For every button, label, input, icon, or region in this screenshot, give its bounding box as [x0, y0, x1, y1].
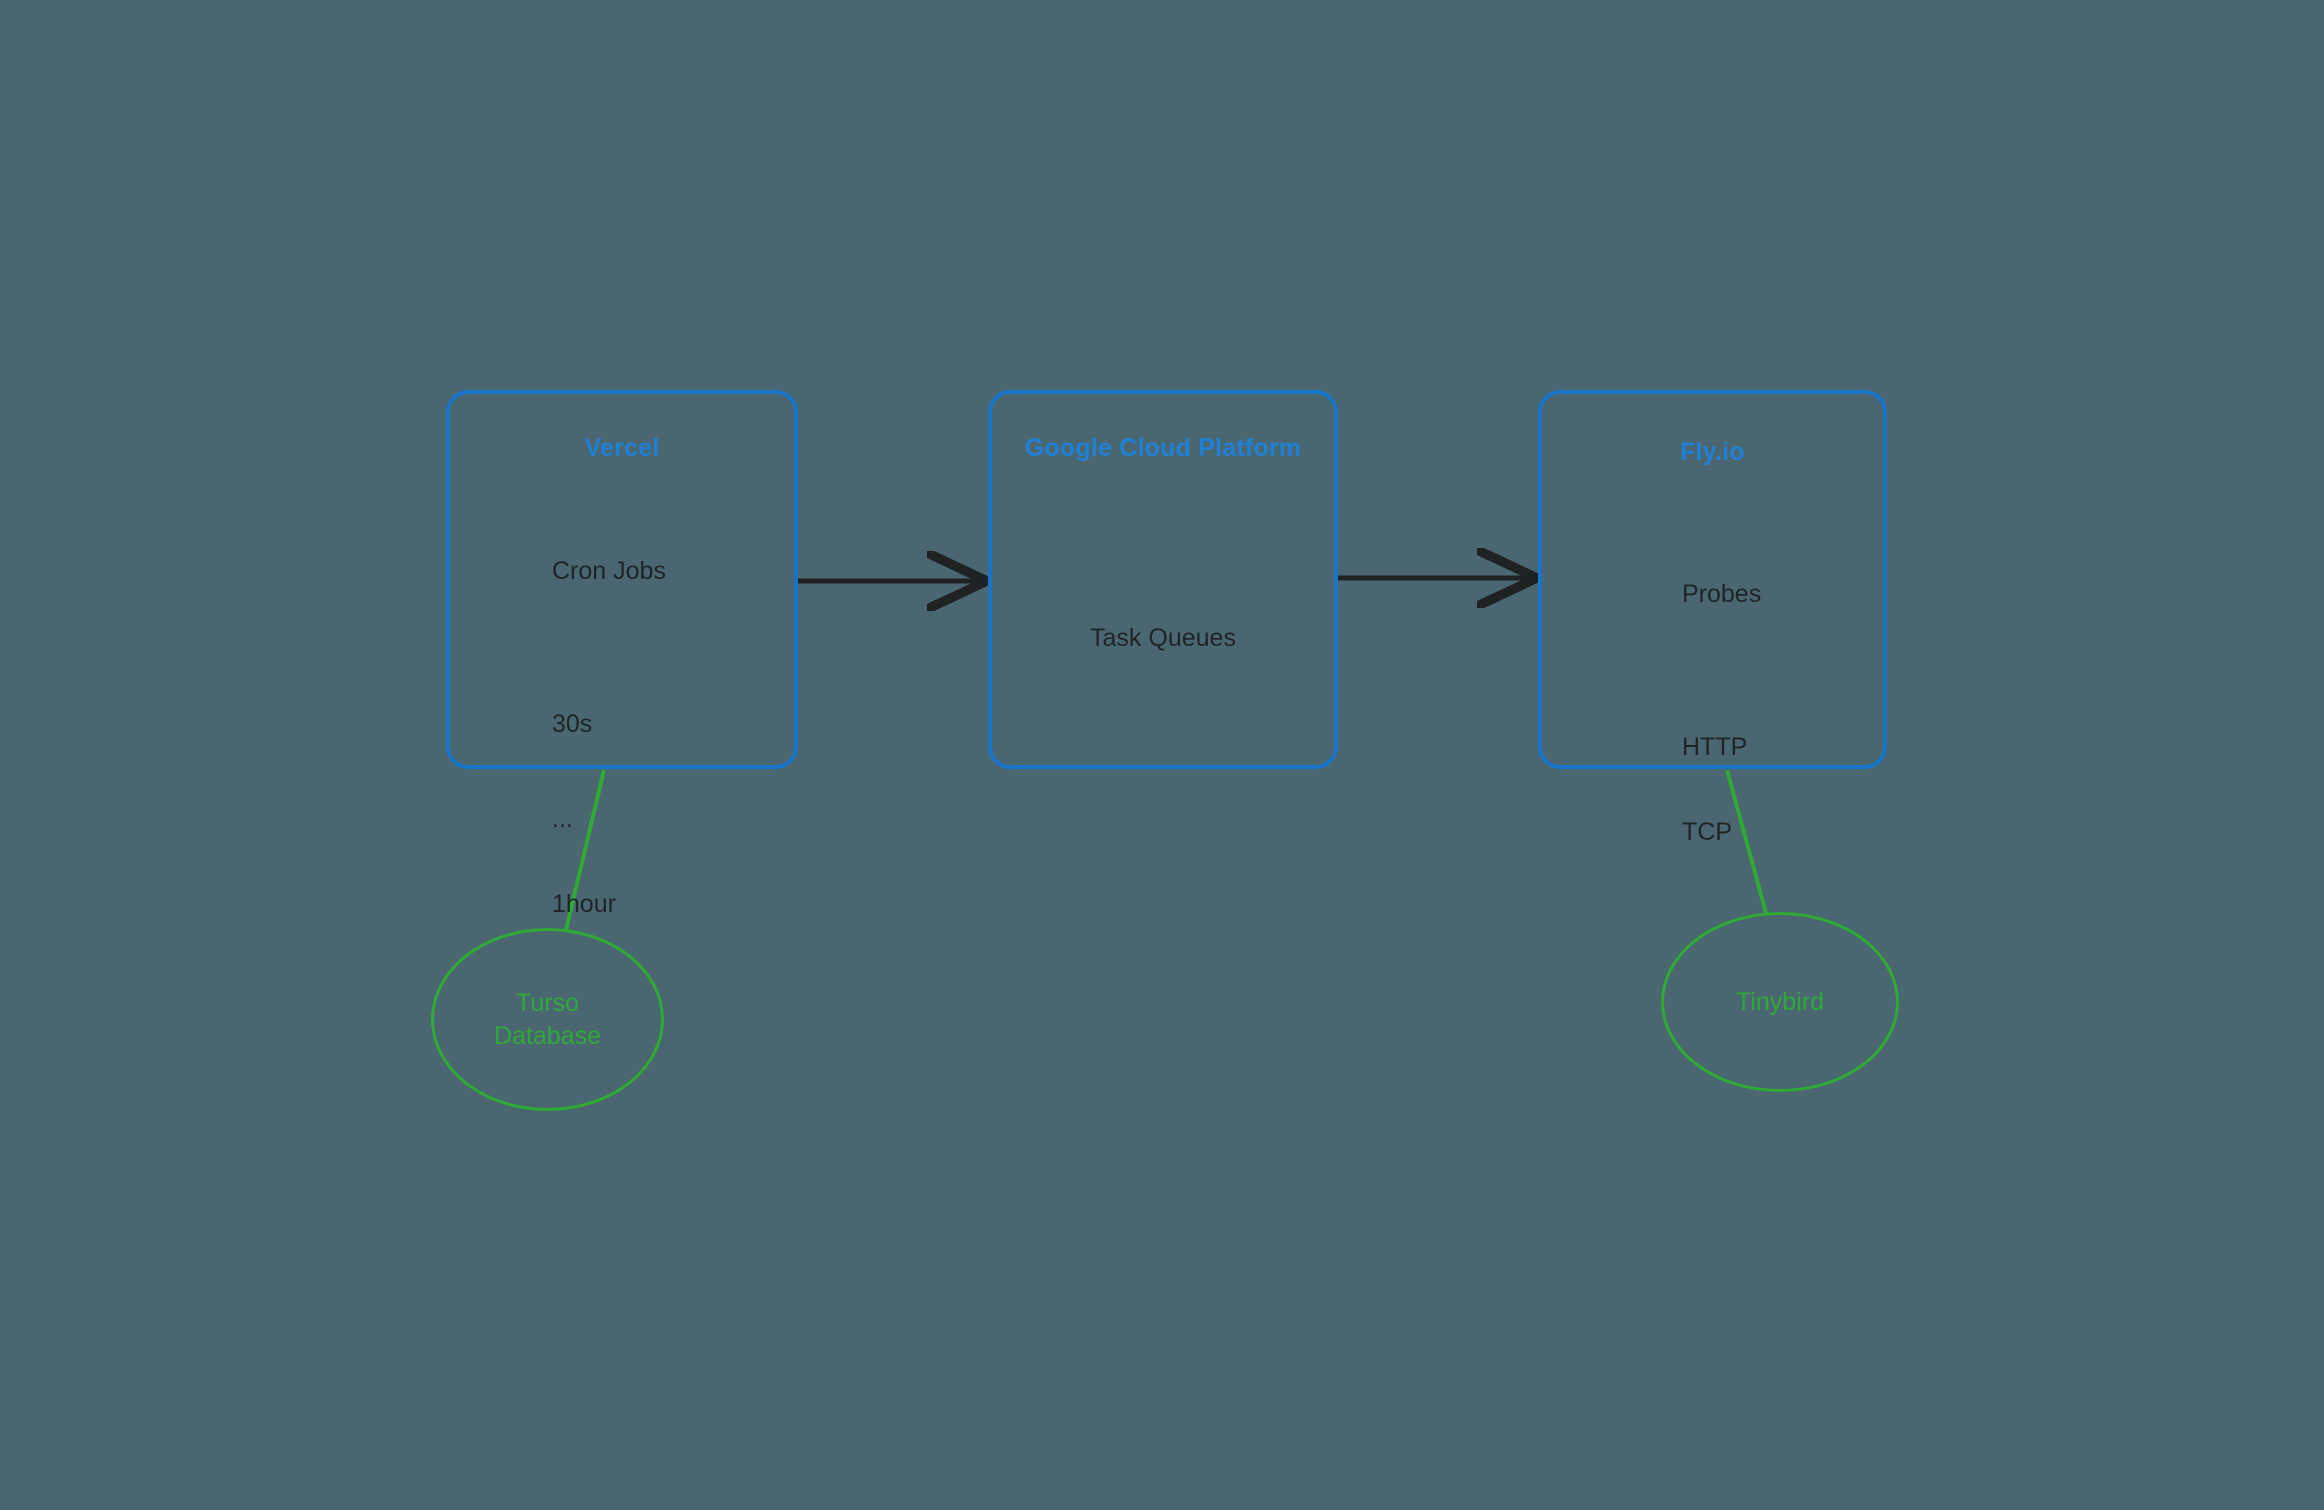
- node-turso-database-label: Turso Database: [493, 988, 602, 1050]
- node-flyio-line-2: TCP: [1682, 818, 1732, 846]
- node-vercel-line-0: Cron Jobs: [552, 557, 666, 585]
- node-gcp[interactable]: Google Cloud Platform Task Queues: [988, 390, 1338, 769]
- node-vercel-line-2: ...: [552, 805, 573, 833]
- node-vercel-body: Cron Jobs 30s ... 1hour: [552, 509, 666, 967]
- node-tinybird-label: Tinybird: [1736, 987, 1824, 1016]
- node-flyio[interactable]: Fly.io Probes HTTP TCP: [1538, 390, 1887, 845]
- node-gcp-body: Task Queues: [992, 576, 1334, 701]
- node-gcp-line-0: Task Queues: [1090, 624, 1236, 652]
- node-vercel-line-3: 1hour: [552, 890, 616, 918]
- node-gcp-title: Google Cloud Platform: [1024, 434, 1302, 462]
- node-flyio-body: Probes HTTP TCP: [1682, 532, 1761, 895]
- node-vercel-line-1: 30s: [552, 710, 593, 738]
- node-tinybird[interactable]: Tinybird: [1661, 912, 1899, 1092]
- node-flyio-line-0: Probes: [1682, 580, 1762, 608]
- node-turso-database[interactable]: Turso Database: [431, 928, 664, 1111]
- node-vercel[interactable]: Vercel Cron Jobs 30s ... 1hour: [446, 390, 798, 917]
- node-vercel-title: Vercel: [584, 434, 660, 462]
- node-flyio-line-1: HTTP: [1682, 733, 1748, 761]
- node-flyio-title: Fly.io: [1680, 438, 1745, 466]
